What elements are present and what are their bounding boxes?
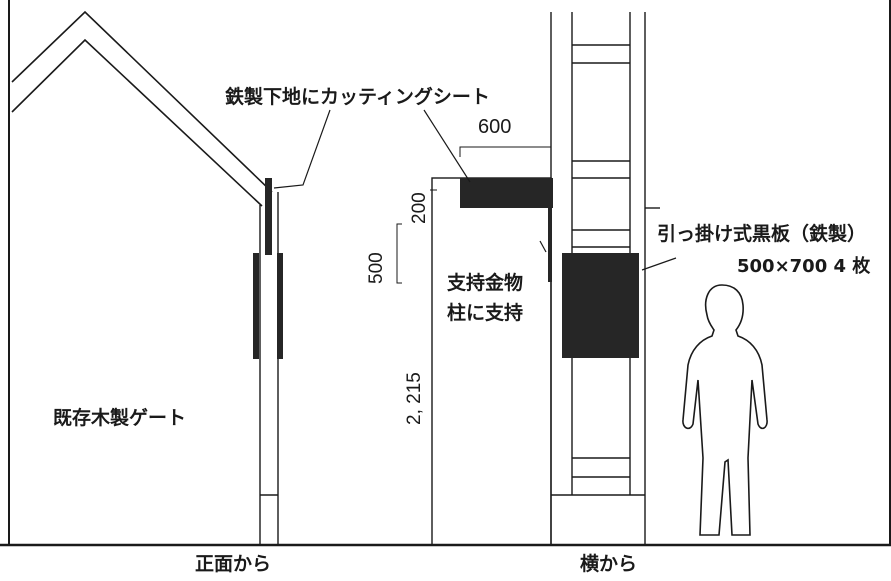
front-view-caption: 正面から bbox=[195, 553, 272, 575]
material-note-label: 鉄製下地にカッティングシート bbox=[225, 86, 490, 108]
post-support-label: 柱に支持 bbox=[447, 302, 524, 324]
side-sign bbox=[460, 178, 553, 208]
existing-gate-label: 既存木製ゲート bbox=[53, 407, 187, 429]
support-bracket bbox=[548, 200, 552, 282]
gate-post bbox=[259, 192, 279, 545]
leader-material-note bbox=[273, 109, 331, 189]
support-fitting-label: 支持金物 bbox=[447, 272, 524, 294]
clearance-dimension: 2, 215 bbox=[404, 372, 425, 425]
board-spec-label: 500×700 4 枚 bbox=[737, 256, 871, 277]
leader-support bbox=[539, 240, 547, 253]
person-silhouette bbox=[682, 284, 768, 536]
dimension-lines bbox=[396, 146, 551, 284]
hanging-board-label: 引っ掛け式黒板（鉄製） bbox=[657, 223, 867, 245]
hanging-blackboard bbox=[562, 253, 639, 358]
front-board-left bbox=[253, 253, 259, 359]
board-offset-dimension: 500 bbox=[366, 252, 387, 284]
side-view-caption: 横から bbox=[580, 553, 638, 575]
leader-blackboard bbox=[641, 257, 677, 271]
front-sign-top bbox=[265, 178, 272, 255]
leader-side-sign bbox=[423, 109, 471, 183]
sign-width-dimension: 600 bbox=[478, 116, 512, 138]
front-board-right bbox=[277, 253, 283, 359]
sign-height-dimension: 200 bbox=[409, 192, 430, 224]
gate-roof bbox=[11, 10, 273, 207]
